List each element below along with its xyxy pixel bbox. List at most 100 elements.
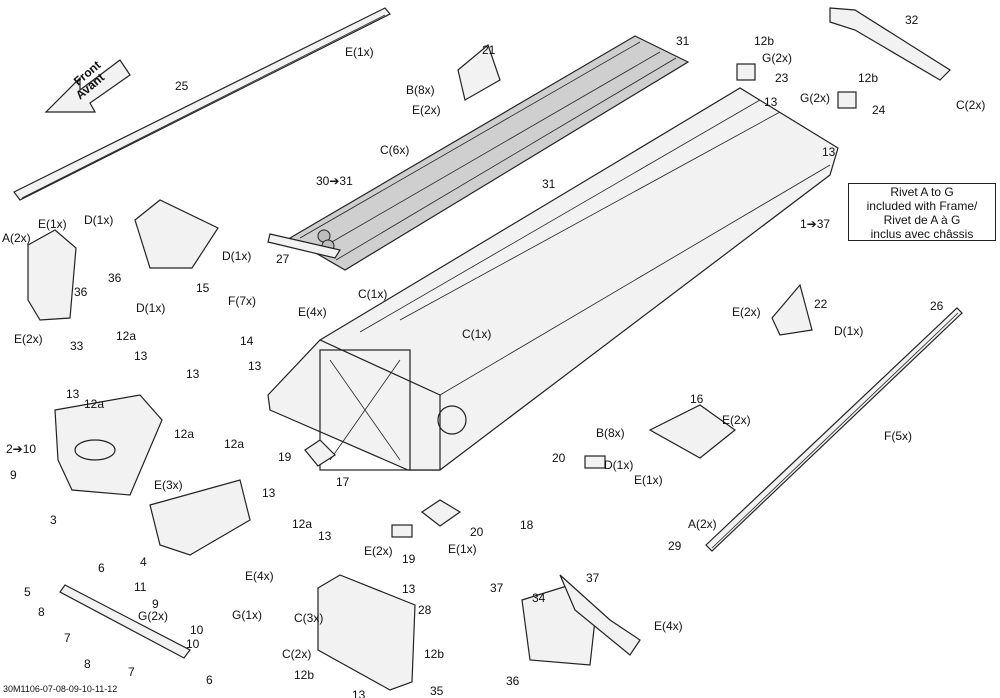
callout-label: 11 [134, 580, 147, 594]
bracket-15 [134, 199, 219, 269]
callout-label: 14 [240, 334, 254, 348]
callout-label: E(1x) [345, 45, 374, 59]
callout-label: 12b [858, 71, 878, 85]
rivet-note-line-4: inclus avec châssis [870, 227, 974, 241]
bracket-21 [457, 43, 501, 101]
callout-label: 13 [402, 582, 416, 596]
bracket-27 [267, 233, 341, 259]
callout-label: 8 [38, 605, 45, 619]
callout-label: 16 [690, 392, 704, 406]
callout-label: 12a [174, 427, 194, 441]
callout-label: E(4x) [298, 305, 327, 319]
callout-label: G(2x) [762, 51, 792, 65]
callout-label: E(2x) [732, 305, 761, 319]
callout-label: 30➔31 [316, 174, 353, 188]
callout-label: 21 [482, 43, 496, 57]
callout-label: 5 [24, 585, 31, 599]
callout-label: E(1x) [38, 217, 67, 231]
callout-label: 17 [336, 475, 350, 489]
callout-labels: E(1x)25A(2x)E(1x)D(1x)D(1x)3615D(1x)36E(… [2, 13, 985, 698]
callout-label: 10 [186, 637, 200, 651]
callout-label: 36 [74, 285, 88, 299]
callout-label: B(8x) [406, 83, 435, 97]
callout-label: 7 [128, 665, 135, 679]
callout-label: 13 [764, 95, 778, 109]
callout-label: 6 [98, 561, 105, 575]
callout-label: G(2x) [138, 609, 168, 623]
callout-label: 12a [292, 517, 312, 531]
callout-label: E(2x) [722, 413, 751, 427]
callout-label: 9 [10, 468, 17, 482]
rivet-note-box: Rivet A to G included with Frame/ Rivet … [848, 183, 996, 241]
callout-label: 13 [822, 145, 836, 159]
callout-label: E(3x) [154, 478, 183, 492]
callout-label: C(2x) [956, 98, 985, 112]
callout-label: 12a [224, 437, 244, 451]
callout-label: 6 [206, 673, 213, 687]
bracket-34 [521, 574, 641, 666]
callout-label: 13 [352, 688, 366, 698]
callout-label: A(2x) [688, 517, 717, 531]
callout-label: 19 [278, 450, 292, 464]
plate-5 [59, 584, 191, 659]
callout-label: 34 [532, 591, 546, 605]
callout-label: 33 [70, 339, 84, 353]
plate-20 [584, 455, 606, 469]
callout-label: 12a [84, 397, 104, 411]
callout-label: F(5x) [884, 429, 912, 443]
callout-label: E(1x) [448, 542, 477, 556]
callout-label: 3 [50, 513, 57, 527]
callout-label: 22 [814, 297, 828, 311]
bracket-22 [771, 283, 813, 336]
rivet-note-line-2: included with Frame/ [866, 199, 978, 213]
rivet-note-line-1: Rivet A to G [890, 185, 954, 199]
radiator-28 [317, 574, 416, 691]
support-4 [149, 479, 251, 556]
plate-18 [420, 499, 462, 527]
support-3 [54, 394, 163, 496]
callout-label: G(2x) [800, 91, 830, 105]
callout-label: 24 [872, 103, 886, 117]
callout-label: F(7x) [228, 294, 256, 308]
callout-label: D(1x) [604, 458, 633, 472]
callout-label: D(1x) [834, 324, 863, 338]
callout-label: 4 [140, 555, 147, 569]
callout-label: 37 [586, 571, 600, 585]
callout-label: 18 [520, 518, 534, 532]
plate-17 [304, 439, 336, 467]
callout-label: 13 [186, 367, 200, 381]
callout-label: 19 [402, 552, 416, 566]
callout-label: C(6x) [380, 143, 409, 157]
callout-label: D(1x) [136, 301, 165, 315]
callout-label: B(8x) [596, 426, 625, 440]
callout-label: 26 [930, 299, 944, 313]
callout-label: 8 [84, 657, 91, 671]
bracket-24 [837, 91, 857, 109]
callout-label: 12b [424, 647, 444, 661]
callout-label: 2➔10 [6, 442, 36, 456]
plate-20b [391, 524, 413, 538]
callout-label: C(3x) [294, 611, 323, 625]
callout-label: 13 [134, 349, 148, 363]
callout-label: 13 [66, 387, 80, 401]
callout-label: 23 [775, 71, 789, 85]
callout-label: E(1x) [634, 473, 663, 487]
callout-label: 20 [552, 451, 566, 465]
brace-32 [829, 7, 951, 81]
callout-label: 7 [64, 631, 71, 645]
callout-label: E(4x) [245, 569, 274, 583]
callout-label: 12b [754, 34, 774, 48]
callout-label: 27 [276, 252, 290, 266]
callout-label: 31 [542, 177, 556, 191]
callout-label: 13 [318, 529, 332, 543]
callout-label: 20 [470, 525, 484, 539]
callout-label: 36 [506, 674, 520, 688]
callout-label: 37 [490, 581, 504, 595]
callout-label: 10 [190, 623, 204, 637]
drawing-code: 30M1106-07-08-09-10-11-12 [3, 684, 118, 694]
rivet-note-line-3: Rivet de A à G [883, 213, 961, 227]
callout-label: C(1x) [462, 327, 491, 341]
callout-label: 12a [116, 329, 136, 343]
